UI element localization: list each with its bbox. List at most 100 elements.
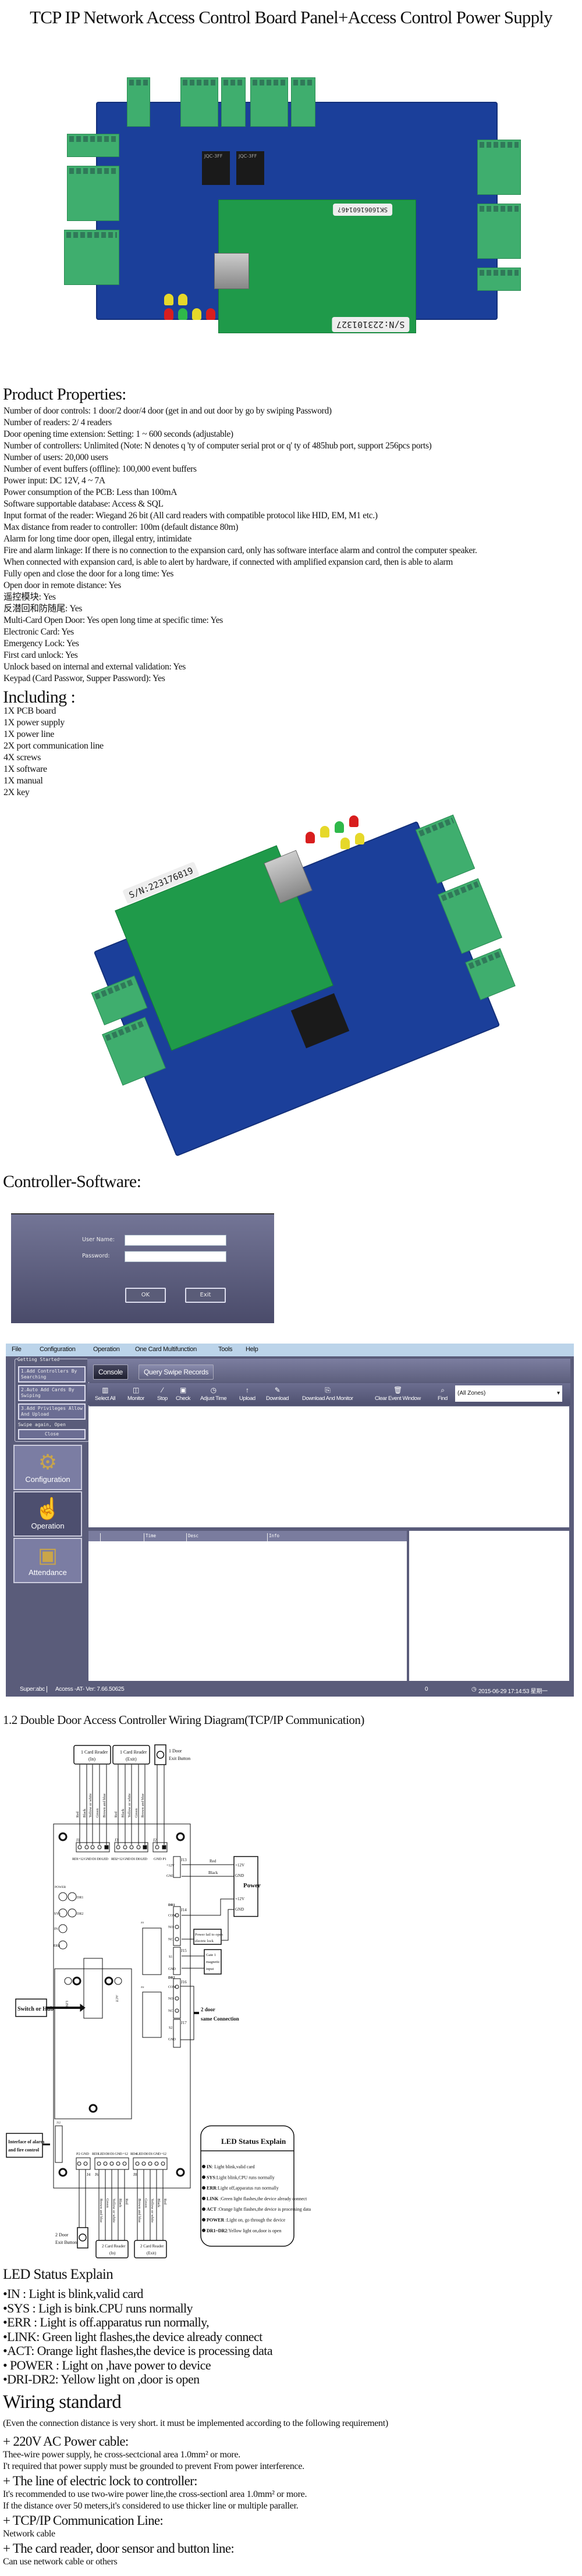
download-monitor-icon: ⎘ bbox=[325, 1386, 331, 1394]
diagram-label: Switch or Hub bbox=[17, 2006, 54, 2012]
diagram-label: J14 bbox=[181, 1908, 187, 1912]
diagram-label: Red bbox=[163, 2199, 167, 2205]
wiring-diagram: 1 Card Reader(In)1 Card Reader(Exit)1 Do… bbox=[6, 1744, 311, 2258]
led-box-item: ACT :Orange light flashes,the device is … bbox=[207, 2207, 311, 2212]
toolbar-clear-event-window-button[interactable]: 🗑Clear Event Window bbox=[375, 1385, 421, 1402]
included-item: 1X power line bbox=[3, 729, 54, 739]
diagram-label: Brown and blue bbox=[99, 2199, 103, 2223]
included-item: 2X port communication line bbox=[3, 741, 104, 751]
toolbar-label: Download And Monitor bbox=[302, 1395, 353, 1402]
diagram-label: Black bbox=[118, 2199, 122, 2208]
property-line: Unlock based on internal and external va… bbox=[3, 662, 186, 672]
led-status-heading: LED Status Explain bbox=[3, 2267, 113, 2282]
toolbar-label: Stop bbox=[157, 1395, 168, 1402]
toolbar-check-button[interactable]: ▣Check bbox=[176, 1385, 190, 1402]
toolbar-download-button[interactable]: ✎Download bbox=[266, 1385, 289, 1402]
property-line: Max distance from reader to controller: … bbox=[3, 522, 239, 532]
diagram-label: Red bbox=[114, 1811, 118, 1818]
pin bbox=[129, 1845, 134, 1850]
page-title: TCP IP Network Access Control Board Pane… bbox=[30, 7, 552, 27]
step-add-controllers[interactable]: 1.Add Controllers By Searching bbox=[18, 1366, 86, 1383]
tile-configuration[interactable]: ⚙Configuration bbox=[13, 1445, 82, 1490]
menu-file[interactable]: File bbox=[12, 1346, 22, 1353]
controller-list[interactable] bbox=[88, 1406, 569, 1527]
led-status-item: •IN : Light is blink,valid card bbox=[3, 2286, 143, 2301]
menu-tools[interactable]: Tools bbox=[218, 1346, 233, 1353]
getting-started-group: Getting Started 1.Add Controllers By Sea… bbox=[15, 1357, 89, 1442]
property-line: Emergency Lock: Yes bbox=[3, 639, 79, 649]
diagram-label: Yellow or white bbox=[112, 2199, 116, 2223]
mount-hole bbox=[176, 1832, 185, 1841]
diagram-label: Black bbox=[157, 2199, 161, 2208]
pin bbox=[175, 1996, 179, 2001]
toolbar-monitor-button[interactable]: ◫Monitor bbox=[127, 1385, 144, 1402]
exit-button[interactable]: Exit bbox=[185, 1288, 226, 1303]
tile-attendance[interactable]: ▣Attendance bbox=[13, 1538, 82, 1583]
event-table[interactable]: Time Desc Info bbox=[88, 1531, 407, 1681]
toolbar-select-all-button[interactable]: ▥Select All bbox=[95, 1385, 115, 1402]
menu-help[interactable]: Help bbox=[246, 1346, 258, 1353]
password-input[interactable] bbox=[125, 1251, 226, 1262]
username-input[interactable] bbox=[125, 1235, 226, 1246]
tab-query-swipe-records[interactable]: Query Swipe Records bbox=[139, 1364, 214, 1380]
pin bbox=[141, 2161, 146, 2166]
tab-console[interactable]: Console bbox=[93, 1364, 128, 1380]
diagram-label: J17 bbox=[181, 2021, 187, 2025]
toolbar-label: Adjust Time bbox=[200, 1395, 227, 1402]
bullet bbox=[202, 2196, 205, 2200]
pin bbox=[104, 1845, 109, 1850]
software-heading: Controller-Software: bbox=[3, 1172, 141, 1191]
step-auto-add-cards[interactable]: 2.Auto Add Cards By Swiping bbox=[18, 1385, 86, 1401]
step-add-privileges[interactable]: 3.Add Privileges Allow And Upload bbox=[18, 1403, 86, 1420]
menu-one-card[interactable]: One Card Multifunction bbox=[135, 1346, 197, 1353]
wire bbox=[222, 1909, 234, 1941]
led-status-list: •IN : Light is blink,valid card•SYS : Li… bbox=[3, 2286, 273, 2387]
diagram-label: Black bbox=[208, 1870, 218, 1875]
led-link bbox=[64, 1977, 72, 1985]
close-button[interactable]: Close bbox=[18, 1429, 86, 1440]
zone-select[interactable]: (All Zones)▾ bbox=[455, 1385, 562, 1402]
toolbar-find-button[interactable]: ⌕Find bbox=[438, 1385, 448, 1402]
tile-label: Configuration bbox=[25, 1475, 70, 1484]
toolbar-download-and-monitor-button[interactable]: ⎘Download And Monitor bbox=[302, 1385, 353, 1402]
wiring-section-title: + 220V AC Power cable: bbox=[3, 2434, 129, 2449]
pin bbox=[162, 1845, 166, 1850]
diagram-label: +12V bbox=[235, 1897, 244, 1901]
pin bbox=[175, 1913, 179, 1918]
property-line: Power input: DC 12V, 4 ~ 7A bbox=[3, 476, 105, 486]
toolbar-upload-button[interactable]: ↑Upload bbox=[239, 1385, 255, 1402]
menu-configuration[interactable]: Configuration bbox=[40, 1346, 76, 1353]
led-indicator bbox=[68, 1908, 77, 1918]
led-act bbox=[114, 1977, 122, 1985]
diagram-label: Green bbox=[134, 1808, 139, 1818]
wiring-section-line: Network cable bbox=[3, 2529, 55, 2539]
toolbar-stop-button[interactable]: ⁄Stop bbox=[157, 1385, 168, 1402]
led-indicator bbox=[58, 1892, 68, 1901]
diagram-label: Yellow or white bbox=[150, 2199, 154, 2223]
diagram-label: RD3LED D0 D1 GND +12 bbox=[92, 2152, 128, 2156]
property-line: Software supportable database: Access & … bbox=[3, 499, 164, 509]
swipe-hint: Swipe again, Open bbox=[18, 1422, 66, 1427]
toolbar-adjust-time-button[interactable]: ◷Adjust Time bbox=[200, 1385, 227, 1402]
toolbar-label: Monitor bbox=[127, 1395, 144, 1402]
toolbar-label: Find bbox=[438, 1395, 448, 1402]
info-panel bbox=[409, 1531, 569, 1681]
menu-operation[interactable]: Operation bbox=[93, 1346, 120, 1353]
diagram-label: NO bbox=[168, 1997, 173, 2001]
search-icon: ⌕ bbox=[441, 1386, 445, 1394]
stop-icon: ⁄ bbox=[162, 1386, 163, 1394]
pin bbox=[116, 2161, 120, 2166]
tile-operation[interactable]: ☝Operation bbox=[13, 1491, 82, 1537]
ok-button[interactable]: OK bbox=[125, 1288, 166, 1303]
rj45-jack bbox=[83, 1958, 103, 2019]
mount-hole bbox=[104, 1976, 113, 1986]
diagram-label: DR1 bbox=[77, 1896, 83, 1900]
pin bbox=[175, 2008, 179, 2013]
properties-heading: Product Properties: bbox=[3, 385, 126, 404]
wiring-section-title: + TCP/IP Communication Line: bbox=[3, 2513, 164, 2528]
card-reader-2-in bbox=[95, 2240, 129, 2258]
menu-bar: File Configuration Operation One Card Mu… bbox=[6, 1344, 574, 1356]
pin bbox=[97, 1845, 102, 1850]
diagram-label: +12V bbox=[166, 1864, 175, 1868]
diagram-label: NC bbox=[168, 2010, 173, 2013]
